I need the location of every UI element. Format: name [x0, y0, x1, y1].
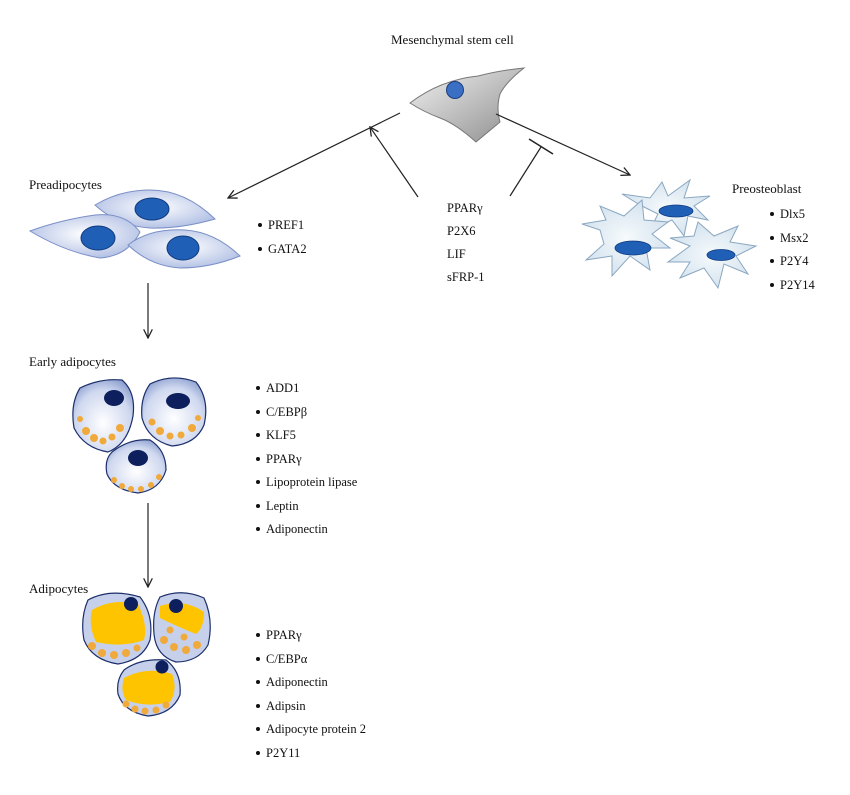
marker-label: P2Y4	[780, 254, 809, 268]
bullet-icon	[256, 409, 260, 414]
bullet-icon	[256, 750, 260, 755]
regulators-list: PPARγ P2X6 LIF sFRP-1	[447, 200, 485, 292]
marker-label: C/EBPβ	[266, 404, 308, 419]
marker-label: ADD1	[266, 381, 300, 395]
marker-item: KLF5	[256, 427, 357, 451]
marker-label: Lipoprotein lipase	[266, 475, 358, 489]
preadipocyte-markers: PREF1 GATA2	[258, 217, 307, 264]
arrow-msc-to-preosteoblast	[495, 113, 630, 175]
preosteoblast-label: Preosteoblast	[732, 181, 802, 196]
bullet-icon	[256, 680, 260, 685]
marker-label: C/EBPα	[266, 651, 308, 666]
marker-label: PREF1	[268, 218, 305, 232]
regulator-item: sFRP-1	[447, 270, 485, 284]
marker-item: Adipocyte protein 2	[256, 721, 366, 745]
inhibition-regulators-osteogenesis	[509, 138, 554, 197]
marker-label: PPARγ	[266, 628, 302, 642]
marker-label: GATA2	[268, 241, 307, 256]
bullet-icon	[258, 223, 262, 228]
marker-item: Adiponectin	[256, 674, 366, 698]
bullet-icon	[256, 433, 260, 438]
marker-label: Leptin	[266, 498, 299, 513]
marker-label: KLF5	[266, 428, 296, 442]
marker-label: Dlx5	[780, 207, 805, 221]
adipocytes-label: Adipocytes	[29, 581, 89, 596]
preosteoblast-cells-icon	[581, 178, 758, 290]
preadipocyte-cells-icon	[28, 189, 241, 269]
preosteoblast-markers: Dlx5 Msx2 P2Y4 P2Y14	[770, 206, 815, 300]
marker-item: GATA2	[258, 241, 307, 265]
arrow-regulators-promote-adipogenesis	[370, 127, 419, 198]
marker-item: C/EBPβ	[256, 404, 357, 428]
early-adipocytes-label: Early adipocytes	[29, 354, 116, 369]
marker-label: Adiponectin	[266, 522, 328, 536]
adipocyte-markers: PPARγ C/EBPα Adiponectin Adipsin Adipocy…	[256, 627, 366, 768]
marker-item: Msx2	[770, 230, 815, 254]
bullet-icon	[256, 503, 260, 508]
marker-item: Dlx5	[770, 206, 815, 230]
adipocyte-cells-icon	[82, 592, 211, 717]
marker-item: Leptin	[256, 498, 357, 522]
bullet-icon	[256, 527, 260, 532]
marker-item: ADD1	[256, 380, 357, 404]
msc-label: Mesenchymal stem cell	[391, 32, 514, 47]
bullet-icon	[770, 212, 774, 217]
marker-label: Adiponectin	[266, 675, 328, 689]
bullet-icon	[770, 259, 774, 264]
marker-label: Msx2	[780, 230, 809, 245]
regulator-item: P2X6	[447, 224, 476, 238]
bullet-icon	[258, 246, 262, 251]
marker-item: Adiponectin	[256, 521, 357, 545]
marker-item: PREF1	[258, 217, 307, 241]
bullet-icon	[256, 480, 260, 485]
marker-label: Adipsin	[266, 698, 306, 713]
marker-label: P2Y14	[780, 277, 815, 292]
bullet-icon	[770, 235, 774, 240]
marker-item: P2Y11	[256, 745, 366, 769]
bullet-icon	[256, 633, 260, 638]
marker-item: Adipsin	[256, 698, 366, 722]
early-adipocyte-cells-icon	[72, 377, 207, 494]
marker-label: PPARγ	[266, 451, 302, 466]
regulator-item: PPARγ	[447, 201, 483, 215]
arrow-msc-to-preadipocytes	[228, 112, 401, 198]
preadipocytes-label: Preadipocytes	[29, 177, 102, 192]
marker-item: P2Y14	[770, 277, 815, 301]
marker-item: P2Y4	[770, 253, 815, 277]
bullet-icon	[256, 703, 260, 708]
marker-item: C/EBPα	[256, 651, 366, 675]
early-adipocyte-markers: ADD1 C/EBPβ KLF5 PPARγ Lipoprotein lipas…	[256, 380, 357, 545]
marker-label: Adipocyte protein 2	[266, 722, 366, 736]
marker-label: P2Y11	[266, 745, 301, 760]
marker-item: PPARγ	[256, 451, 357, 475]
bullet-icon	[256, 727, 260, 732]
bullet-icon	[256, 386, 260, 391]
bullet-icon	[256, 656, 260, 661]
bullet-icon	[770, 282, 774, 287]
regulator-item: LIF	[447, 247, 466, 261]
bullet-icon	[256, 456, 260, 461]
marker-item: PPARγ	[256, 627, 366, 651]
marker-item: Lipoprotein lipase	[256, 474, 357, 498]
msc-cell-icon	[409, 67, 526, 143]
